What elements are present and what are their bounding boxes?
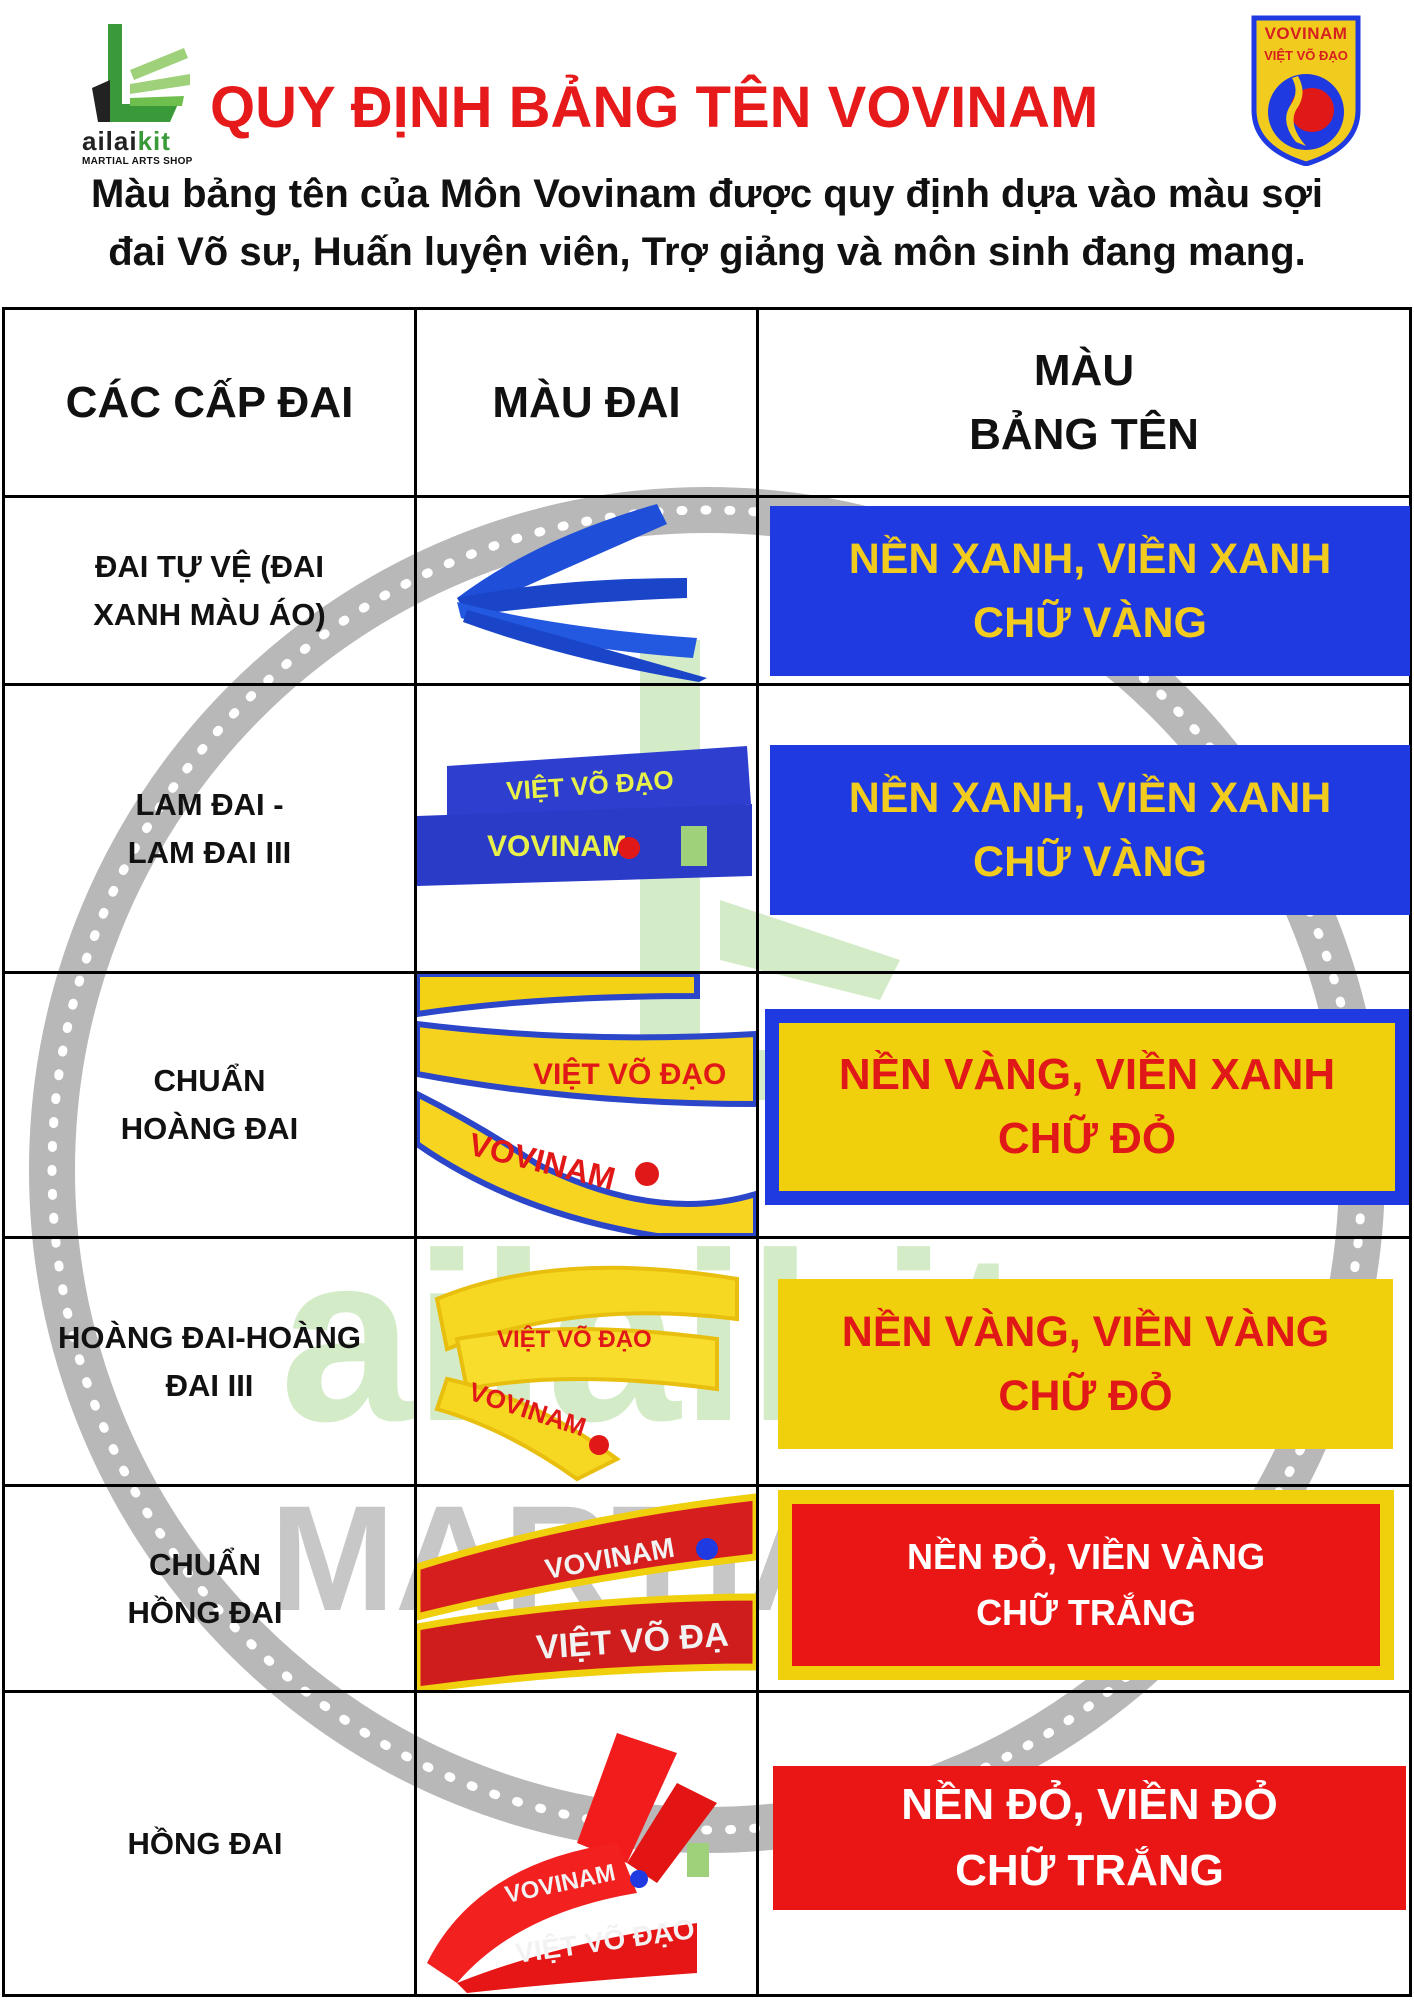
subtitle-line2: đai Võ sư, Huấn luyện viên, Trợ giảng và… <box>108 230 1306 274</box>
name-badge-sample-2: NỀN VÀNG, VIỀN XANH CHỮ ĐỎ <box>765 1009 1409 1205</box>
badge-text-line: NỀN ĐỎ, VIỀN ĐỎ <box>901 1780 1278 1829</box>
subtitle-line1: Màu bảng tên của Môn Vovinam được quy đị… <box>91 172 1323 216</box>
badge-line1: VOVINAM <box>1264 24 1348 43</box>
level-label: XANH MÀU ÁO) <box>93 596 326 632</box>
belt-print-text: VOVINAM <box>487 830 627 863</box>
ailaikit-tag-icon <box>687 1843 709 1877</box>
vovinam-shield-icon <box>1251 15 1361 167</box>
level-cell-4: CHUẨN HỒNG ĐAI <box>5 1487 405 1690</box>
level-label: HỒNG ĐAI <box>127 1825 283 1861</box>
table-column-divider <box>756 307 759 1997</box>
name-badge-sample-5: NỀN ĐỎ, VIỀN ĐỎ CHỮ TRẮNG <box>773 1766 1406 1910</box>
belt-print-text: VIỆT VÕ ĐẠO <box>497 1325 652 1353</box>
belt-image-blue-printed: VIỆT VÕ ĐẠO VOVINAM <box>417 746 752 886</box>
belt-image-red-yellow-edge: VOVINAM VIỆT VÕ ĐẠ <box>417 1493 756 1690</box>
header-badge-color-line2: BẢNG TÊN <box>969 409 1199 459</box>
badge-line2: VIỆT VÕ ĐẠO <box>1264 48 1348 63</box>
badge-text-line: NỀN VÀNG, VIỀN VÀNG <box>841 1308 1330 1356</box>
logo-mark-icon <box>696 1538 718 1560</box>
badge-text-line: NỀN ĐỎ, VIỀN VÀNG <box>906 1536 1266 1577</box>
level-cell-5: HỒNG ĐAI <box>5 1693 405 1994</box>
vovinam-badge: VOVINAM VIỆT VÕ ĐẠO <box>1250 14 1362 167</box>
belt-image-yellow: VIỆT VÕ ĐẠO VOVINAM <box>434 1265 739 1482</box>
hand-logo-icon <box>92 24 190 122</box>
belt-table: CÁC CẤP ĐAI MÀU ĐAI MÀU BẢNG TÊN ĐAI TỰ … <box>2 307 1412 1997</box>
logo-mark-icon <box>618 837 640 859</box>
badge-text-line: CHỮ VÀNG <box>973 838 1207 886</box>
level-cell-0: ĐAI TỰ VỆ (ĐAI XANH MÀU ÁO) <box>5 498 414 683</box>
belt-image-yellow-blue-edge: VIỆT VÕ ĐẠO VOVINAM <box>417 974 756 1236</box>
belt-print-text: VIỆT VÕ ĐẠO <box>533 1057 726 1091</box>
badge-text-line: NỀN XANH, VIỀN XANH <box>848 535 1332 583</box>
name-badge-sample-0: NỀN XANH, VIỀN XANH CHỮ VÀNG <box>770 506 1410 676</box>
badge-text-line: CHỮ VÀNG <box>973 599 1207 647</box>
level-cell-1: LAM ĐAI - LAM ĐAI III <box>5 686 414 971</box>
logo-mark-icon <box>589 1435 609 1455</box>
level-label: HOÀNG ĐAI-HOÀNG <box>57 1319 362 1355</box>
logo-mark-icon <box>635 1162 659 1186</box>
name-badge-sample-4: NỀN ĐỎ, VIỀN VÀNG CHỮ TRẮNG <box>778 1490 1394 1680</box>
badge-text-line: CHỮ TRẮNG <box>955 1846 1224 1895</box>
header-badge-color-line1: MÀU <box>1033 345 1135 395</box>
table-border-right <box>1409 307 1412 1997</box>
level-label: LAM ĐAI - <box>135 786 284 822</box>
badge-text-line: NỀN XANH, VIỀN XANH <box>848 774 1332 822</box>
level-label: LAM ĐAI III <box>127 834 292 870</box>
logo-mark-icon <box>630 1870 648 1888</box>
brand-name: ailaikit <box>82 126 171 156</box>
page-title: QUY ĐỊNH BẢNG TÊN VOVINAM <box>210 75 1099 140</box>
level-label: CHUẨN <box>149 1546 261 1582</box>
name-badge-sample-3: NỀN VÀNG, VIỀN VÀNG CHỮ ĐỎ <box>778 1279 1393 1449</box>
name-badge-sample-1: NỀN XANH, VIỀN XANH CHỮ VÀNG <box>770 745 1410 915</box>
badge-text-line: CHỮ TRẮNG <box>976 1592 1196 1633</box>
header-badge-color: MÀU BẢNG TÊN <box>759 310 1409 495</box>
badge-text-line: CHỮ ĐỎ <box>998 1372 1173 1420</box>
level-label: ĐAI TỰ VỆ (ĐAI <box>95 548 324 584</box>
level-cell-2: CHUẨN HOÀNG ĐAI <box>5 974 414 1236</box>
badge-text-line: CHỮ ĐỎ <box>997 1114 1177 1163</box>
level-label: CHUẨN <box>153 1063 266 1098</box>
belt-image-blue <box>457 504 707 682</box>
level-label: HỒNG ĐAI <box>127 1594 283 1630</box>
belt-image-red: VOVINAM VIỆT VÕ ĐẠO <box>427 1733 717 1993</box>
header: ailaikit MARTIAL ARTS SHOP QUY ĐỊNH BẢNG… <box>0 0 1414 300</box>
header-belt-color: MÀU ĐAI <box>492 377 681 427</box>
ailaikit-logo <box>80 18 200 168</box>
level-label: HOÀNG ĐAI <box>120 1111 299 1146</box>
ailaikit-tag-icon <box>681 826 707 866</box>
level-label: ĐAI III <box>165 1367 254 1403</box>
level-cell-3: HOÀNG ĐAI-HOÀNG ĐAI III <box>5 1239 414 1484</box>
table-border-bottom <box>2 1994 1412 1997</box>
table-border-left <box>2 307 5 1997</box>
brand-tagline: MARTIAL ARTS SHOP <box>82 156 193 167</box>
subtitle: Màu bảng tên của Môn Vovinam được quy đị… <box>0 165 1414 281</box>
badge-text-line: NỀN VÀNG, VIỀN XANH <box>838 1050 1336 1099</box>
table-border-top <box>2 307 1412 310</box>
header-levels: CÁC CẤP ĐAI <box>65 377 354 427</box>
